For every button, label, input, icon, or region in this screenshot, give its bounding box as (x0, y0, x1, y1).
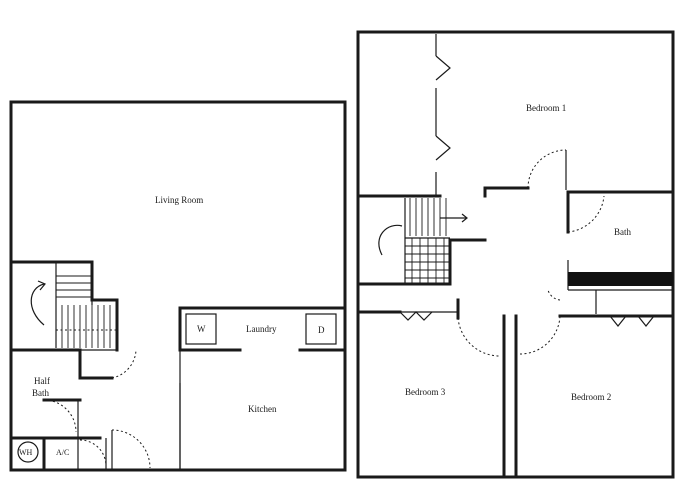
half-bath (9, 348, 137, 470)
second-floor: Bedroom 1 Bath Bedroom 3 Bedroom 2 (356, 30, 675, 479)
bedroom-walls-lower (356, 289, 675, 479)
bath-label: Bath (614, 227, 631, 237)
water-heater-label: WH (19, 448, 33, 457)
stair-direction-arrow (30, 283, 45, 326)
bath-area (566, 190, 673, 314)
washer-label: W (197, 324, 206, 334)
bedroom1-label: Bedroom 1 (526, 103, 566, 113)
dryer-icon (305, 313, 337, 345)
living-room-label: Living Room (155, 195, 203, 205)
bedroom3-label: Bedroom 3 (405, 387, 446, 397)
dryer-label: D (318, 325, 325, 335)
first-floor-stairs (9, 260, 119, 352)
bedroom1-walls (356, 34, 675, 198)
washer-icon (185, 313, 217, 345)
utility-closet (9, 429, 151, 472)
bedroom2-label: Bedroom 2 (571, 392, 611, 402)
stair-direction-arrow-upper (378, 224, 403, 256)
water-heater-icon (17, 441, 39, 463)
kitchen-label: Kitchen (248, 404, 277, 414)
bath-tub-wall (568, 272, 673, 286)
laundry-label: Laundry (246, 324, 277, 334)
half-bath-label-line2: Bath (32, 388, 49, 398)
half-bath-label-line1: Half (34, 376, 50, 386)
first-floor: Living Room Half Bath Laundry W D Kitche… (9, 100, 347, 472)
first-floor-outer-wall (9, 100, 347, 472)
stair-arrowhead-icon (461, 213, 468, 223)
laundry-area (178, 306, 347, 352)
second-floor-stairs (356, 198, 487, 286)
ac-label: A/C (56, 448, 69, 457)
